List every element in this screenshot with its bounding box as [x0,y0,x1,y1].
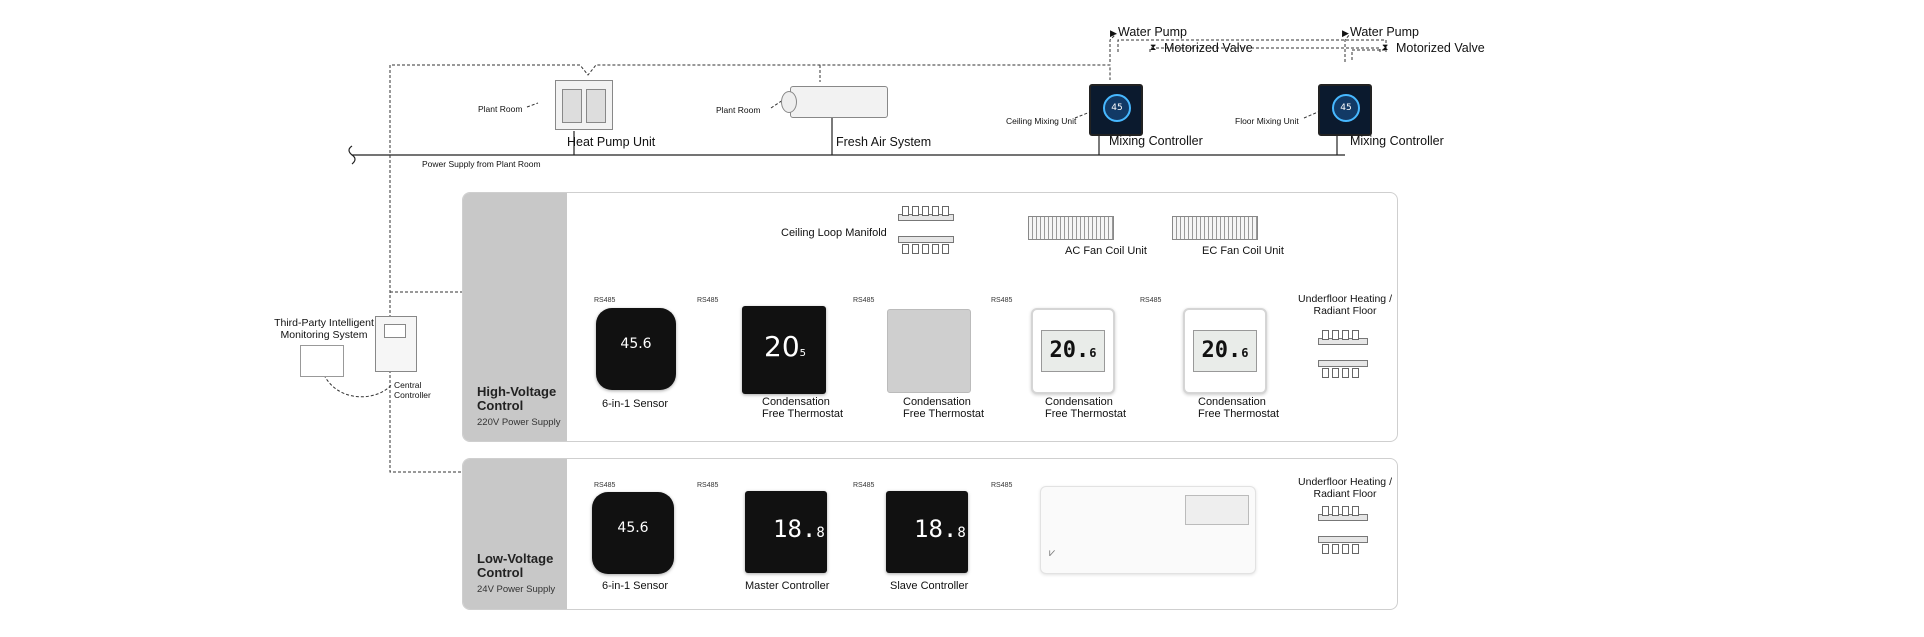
high-voltage-side: High-Voltage Control 220V Power Supply [463,193,567,441]
low-voltage-side: Low-Voltage Control 24V Power Supply [463,459,567,609]
plant-room-label-2: Plant Room [716,105,761,115]
slave-reading: 18.8 [914,515,966,543]
rs485-label: RS485 [853,482,875,489]
thermostat-label-3: Condensation Free Thermostat [1045,396,1127,420]
water-pump-label-2: Water Pump [1350,25,1420,39]
thermostat-reading: 205 [764,330,807,363]
pump-icon: ▶ [1342,28,1349,38]
hv-underfloor-manifold-icon [1318,330,1370,384]
mixing-dial: 45 [1103,94,1131,122]
ac-fan-coil-icon [1028,216,1114,240]
rs485-label: RS485 [697,482,719,489]
mixing-controller-label-2: Mixing Controller [1350,134,1444,148]
ceiling-loop-manifold-label: Ceiling Loop Manifold [781,227,887,239]
lcd-reading: 20.6 [1041,330,1105,372]
central-controller-cabinet [375,316,417,372]
ec-fan-coil-label: EC Fan Coil Unit [1202,245,1284,257]
floor-mixing-unit-label: Floor Mixing Unit [1235,116,1299,126]
ac-fan-coil-label: AC Fan Coil Unit [1065,245,1147,257]
rs485-label: RS485 [853,297,875,304]
low-voltage-subtitle: 24V Power Supply [477,584,556,595]
rs485-label: RS485 [991,482,1013,489]
sensor-reading: 45.6 [620,336,652,352]
high-voltage-subtitle: 220V Power Supply [477,417,561,428]
hv-sensor-label: 6-in-1 Sensor [602,398,669,410]
lv-sensor-device: 45.6 [592,492,674,574]
fresh-air-icon [781,86,888,118]
valve-icon: ⧗ [1150,42,1157,52]
brand-icon: ⩗ [1049,547,1056,559]
ceiling-mixing-controller-device: 45 [1089,84,1143,136]
lv-underfloor-manifold-icon [1318,506,1370,560]
rs485-label: RS485 [991,297,1013,304]
rs485-label: RS485 [697,297,719,304]
rs485-label: RS485 [1140,297,1162,304]
low-voltage-title: Low-Voltage Control [477,551,554,580]
third-party-box [300,345,344,377]
thermostat-label-2: Condensation Free Thermostat [903,396,985,420]
water-pump-label-1: Water Pump [1118,25,1188,39]
thermostat-label-4: Condensation Free Thermostat [1198,396,1280,420]
ec-fan-coil-icon [1172,216,1258,240]
white-thermostat-ec: 20.6 [1183,308,1267,394]
power-supply-label: Power Supply from Plant Room [422,159,541,169]
master-controller-label: Master Controller [745,580,830,592]
sensor-reading: 45.6 [617,520,649,536]
mixing-dial: 45 [1332,94,1360,122]
pump-icon: ▶ [1110,28,1117,38]
terminal-block [1185,495,1249,525]
third-party-label: Third-Party Intelligent Monitoring Syste… [274,317,374,341]
grey-thermostat-device [887,309,971,393]
slave-controller-device: 18.8 [886,491,968,573]
high-voltage-title: High-Voltage Control [477,384,557,413]
motorized-valve-label-2: Motorized Valve [1396,41,1485,55]
plant-room-label-1: Plant Room [478,104,523,114]
rs485-label: RS485 [594,482,616,489]
hv-underfloor-label: Underfloor Heating / Radiant Floor [1298,293,1392,317]
wiring-center-box: ⩗ [1040,486,1256,574]
lcd-reading: 20.6 [1193,330,1257,372]
lv-underfloor-label: Underfloor Heating / Radiant Floor [1298,476,1392,500]
thermostat-label-1: Condensation Free Thermostat [762,396,844,420]
trunk-up [389,64,1111,318]
motorized-valve-label-1: Motorized Valve [1164,41,1253,55]
rs485-label: RS485 [594,297,616,304]
lv-sensor-label: 6-in-1 Sensor [602,580,669,592]
heat-pump-unit-icon [555,80,613,130]
heat-pump-unit-label: Heat Pump Unit [567,135,656,149]
master-reading: 18.8 [773,515,825,543]
floor-mixing-controller-device: 45 [1318,84,1372,136]
mixing-controller-label-1: Mixing Controller [1109,134,1203,148]
valve-icon: ⧗ [1382,42,1389,52]
slave-controller-label: Slave Controller [890,580,969,592]
ceiling-mixing-unit-label: Ceiling Mixing Unit [1006,116,1077,126]
fresh-air-system-label: Fresh Air System [836,135,932,149]
hv-sensor-device: 45.6 [596,308,676,390]
power-bus-break [348,145,356,165]
master-controller-device: 18.8 [745,491,827,573]
ceiling-manifold-icon [898,206,956,256]
black-thermostat-device: 205 [742,306,826,394]
white-thermostat-ac: 20.6 [1031,308,1115,394]
central-controller-label: Central Controller [394,380,431,400]
